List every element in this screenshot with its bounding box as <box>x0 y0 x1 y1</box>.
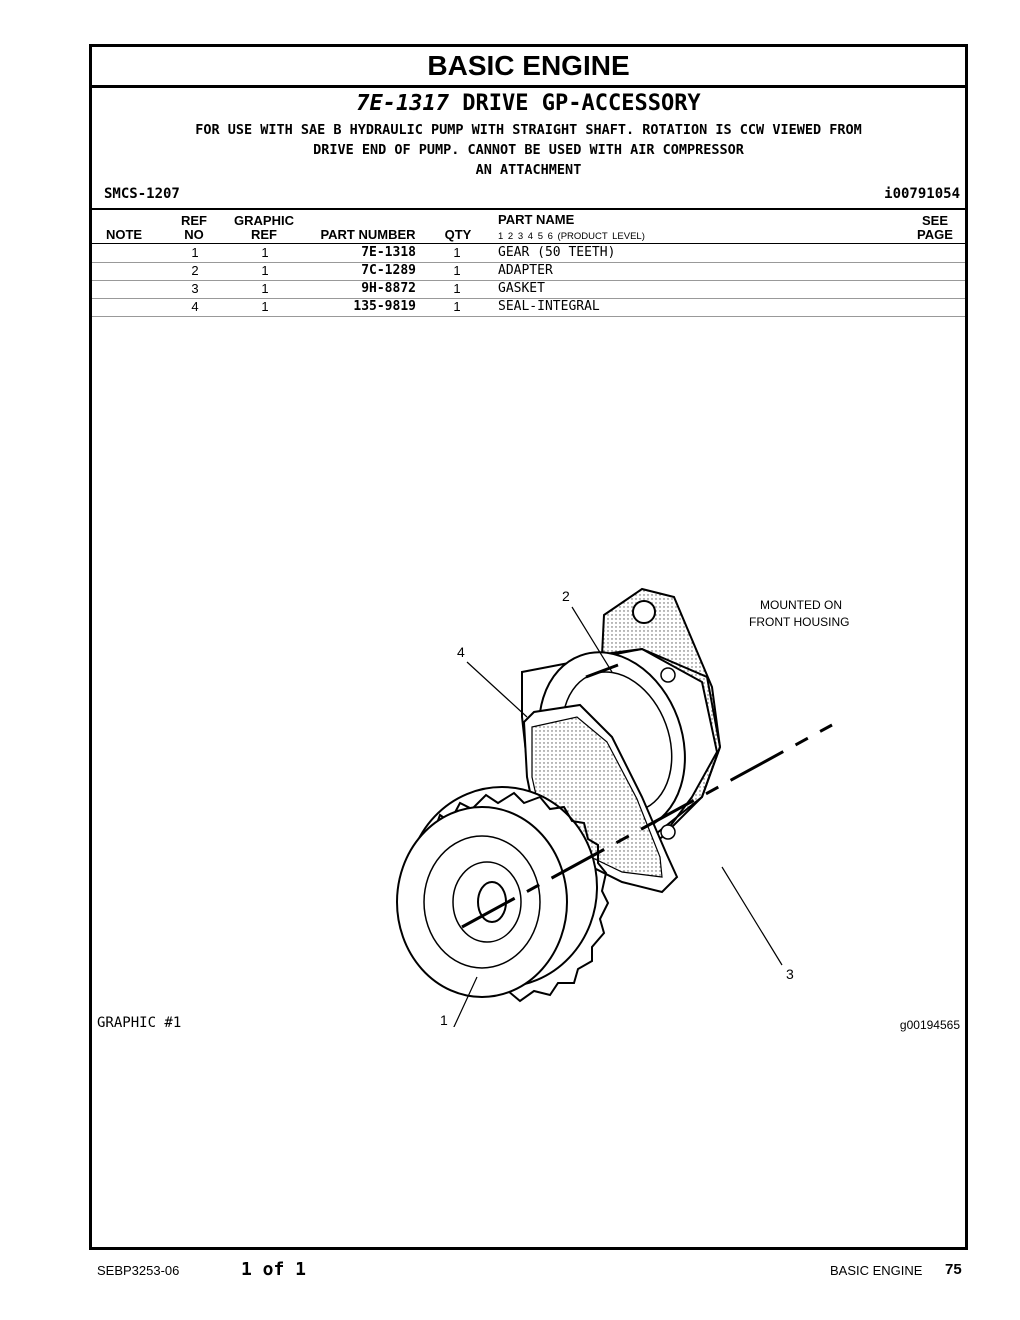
col-graphic-ref: GRAPHIC REF <box>229 214 299 242</box>
ref-no: 4 <box>191 299 199 314</box>
exploded-view-illustration: 2 4 3 1 MOUNTED ON FRONT HOUSING <box>396 587 849 1027</box>
part-number: 135-9819 <box>353 299 416 314</box>
ref-no: 1 <box>191 245 199 260</box>
col-ref-line2: NO <box>184 227 204 242</box>
part-number: 7C-1289 <box>361 263 416 278</box>
col-part-number: PART NUMBER <box>320 227 416 242</box>
product-levels: 1 2 3 4 5 6 (PRODUCT LEVEL) <box>498 231 645 242</box>
description-line-3: AN ATTACHMENT <box>475 162 582 178</box>
ref-no: 3 <box>191 281 199 296</box>
figure-note-line-2: FRONT HOUSING <box>749 615 849 629</box>
group-title: 7E-1317 DRIVE GP-ACCESSORY <box>92 91 965 116</box>
table-row: 3 1 9H-8872 1 GASKET <box>92 280 965 299</box>
col-see-line1: SEE <box>921 213 948 228</box>
ref-no: 2 <box>191 263 199 278</box>
part-number: 7E-1318 <box>361 245 416 260</box>
part-name: ADAPTER <box>498 263 553 278</box>
figure-note-line-1: MOUNTED ON <box>760 598 842 612</box>
leader-1 <box>453 976 478 1027</box>
qty: 1 <box>453 281 461 296</box>
callout-1: 1 <box>440 1012 448 1027</box>
table-header-rule <box>92 243 965 244</box>
table-row: 1 1 7E-1318 1 GEAR (50 TEETH) <box>92 244 965 263</box>
col-graphic-line1: GRAPHIC <box>234 213 294 228</box>
graphic-ref: 1 <box>261 281 269 296</box>
footer-section: BASIC ENGINE <box>830 1263 923 1278</box>
col-graphic-line2: REF <box>251 227 277 242</box>
group-number: 7E-1317 <box>356 91 450 116</box>
callout-3: 3 <box>786 966 794 982</box>
smcs-code: SMCS-1207 <box>104 186 180 202</box>
qty: 1 <box>453 263 461 278</box>
part-number: 9H-8872 <box>361 281 416 296</box>
qty: 1 <box>453 299 461 314</box>
qty: 1 <box>453 245 461 260</box>
footer-page-of: 1 of 1 <box>241 1259 307 1280</box>
col-see-page: SEE PAGE <box>910 214 960 242</box>
graphic-ref: 1 <box>261 263 269 278</box>
section-title: BASIC ENGINE <box>92 47 965 88</box>
graphic-id: g00194565 <box>899 1018 960 1032</box>
part-name: SEAL-INTEGRAL <box>498 299 600 314</box>
description-line-1: FOR USE WITH SAE B HYDRAULIC PUMP WITH S… <box>195 122 862 138</box>
header-rule <box>92 208 965 210</box>
part-name: GASKET <box>498 281 545 296</box>
leader-3 <box>721 866 783 966</box>
table-row: 2 1 7C-1289 1 ADAPTER <box>92 262 965 281</box>
col-see-line2: PAGE <box>917 227 953 242</box>
col-note: NOTE <box>105 227 143 242</box>
centerline <box>461 723 833 929</box>
footer-doc-number: SEBP3253-06 <box>97 1263 180 1278</box>
col-part-name: PART NAME <box>498 212 575 227</box>
leader-2 <box>571 606 613 673</box>
graphic-label: GRAPHIC #1 <box>97 1015 182 1031</box>
footer-page-number: 75 <box>945 1261 962 1278</box>
col-ref: REF NO <box>172 214 216 242</box>
group-name: DRIVE GP-ACCESSORY <box>462 91 701 116</box>
callout-4: 4 <box>457 644 465 660</box>
part-name: GEAR (50 TEETH) <box>498 245 616 260</box>
page-frame: BASIC ENGINE 7E-1317 DRIVE GP-ACCESSORY … <box>89 44 968 1250</box>
table-row: 4 1 135-9819 1 SEAL-INTEGRAL <box>92 298 965 317</box>
graphic-ref: 1 <box>261 245 269 260</box>
callout-2: 2 <box>562 588 570 604</box>
graphic-ref: 1 <box>261 299 269 314</box>
col-qty: QTY <box>444 227 472 242</box>
gear-drawing <box>396 786 610 1003</box>
leader-4 <box>466 661 528 718</box>
description-line-2: DRIVE END OF PUMP. CANNOT BE USED WITH A… <box>313 142 744 158</box>
illustration-id: i00791054 <box>884 186 960 202</box>
col-ref-line1: REF <box>181 213 207 228</box>
